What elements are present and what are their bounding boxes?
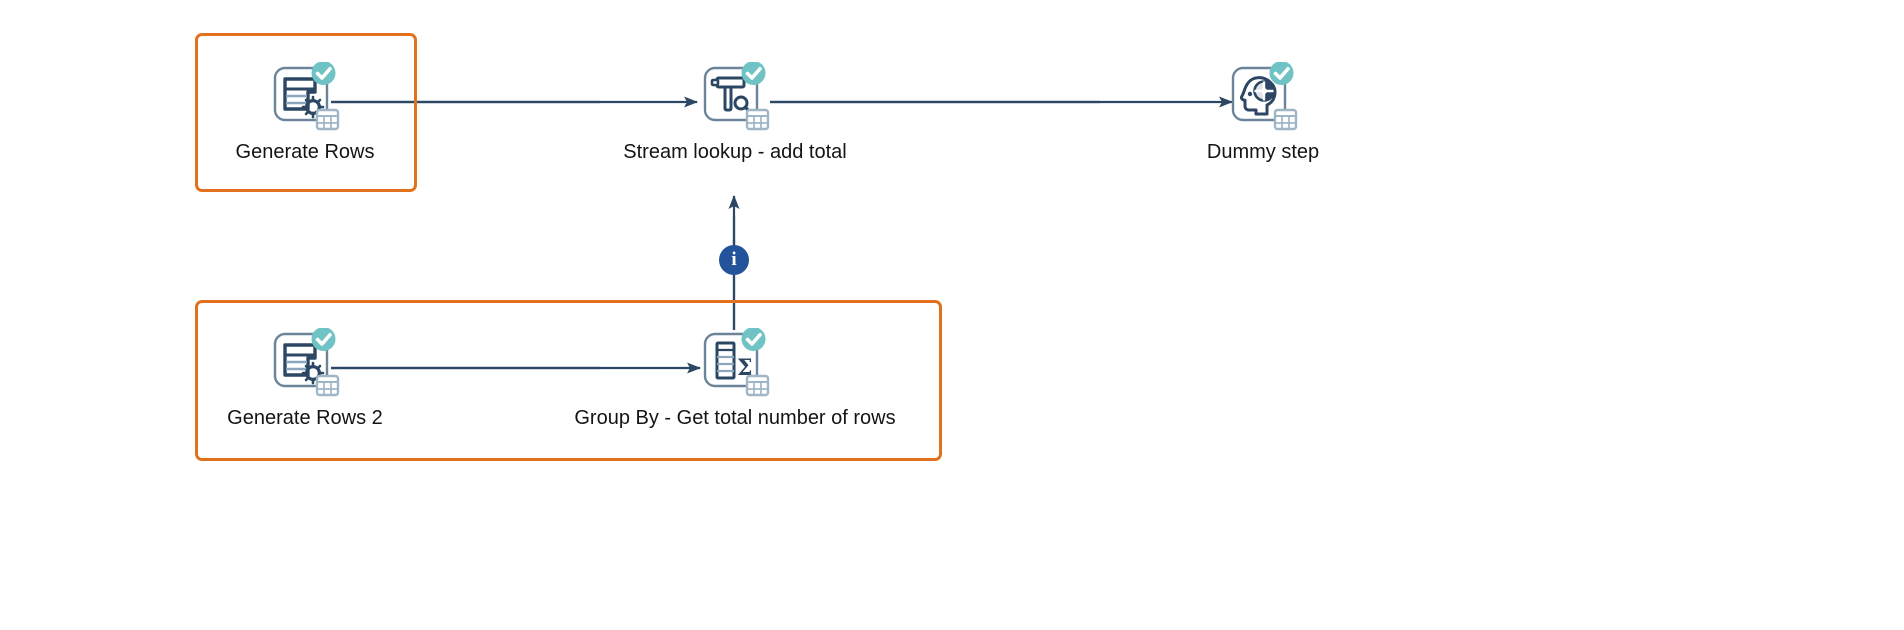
stream-lookup-icon[interactable] bbox=[698, 61, 772, 136]
selection-rectangle-top[interactable] bbox=[195, 33, 417, 192]
grid-badge bbox=[745, 108, 770, 131]
svg-text:Σ: Σ bbox=[737, 355, 753, 381]
node-label: Stream lookup - add total bbox=[623, 141, 847, 163]
success-check-badge bbox=[311, 327, 336, 351]
generate-rows-icon[interactable] bbox=[268, 327, 342, 402]
info-badge[interactable]: i bbox=[719, 245, 749, 275]
node-label: Dummy step bbox=[1206, 141, 1320, 163]
selection-rectangle-bottom[interactable] bbox=[195, 300, 942, 461]
grid-badge bbox=[745, 374, 770, 397]
node-generate-rows-2[interactable]: Generate Rows 2 bbox=[205, 327, 405, 430]
node-label: Group By - Get total number of rows bbox=[574, 407, 896, 429]
grid-badge bbox=[315, 108, 340, 131]
success-check-badge bbox=[741, 327, 766, 351]
success-check-badge bbox=[741, 61, 766, 85]
node-label: Generate Rows bbox=[235, 141, 375, 163]
grid-badge bbox=[1273, 108, 1298, 131]
grid-badge bbox=[315, 374, 340, 397]
generate-rows-icon[interactable] bbox=[268, 61, 342, 136]
node-dummy-step[interactable]: Dummy step bbox=[1163, 61, 1363, 164]
success-check-badge bbox=[1269, 61, 1294, 85]
node-group-by-get-total-number-of-rows[interactable]: Σ Group By - Get total number of rows bbox=[505, 327, 965, 430]
node-generate-rows[interactable]: Generate Rows bbox=[205, 61, 405, 164]
success-check-badge bbox=[311, 61, 336, 85]
group-by-icon[interactable]: Σ bbox=[698, 327, 772, 402]
dummy-step-icon[interactable] bbox=[1226, 61, 1300, 136]
node-label: Generate Rows 2 bbox=[227, 407, 383, 429]
node-stream-lookup-add-total[interactable]: Stream lookup - add total bbox=[505, 61, 965, 164]
